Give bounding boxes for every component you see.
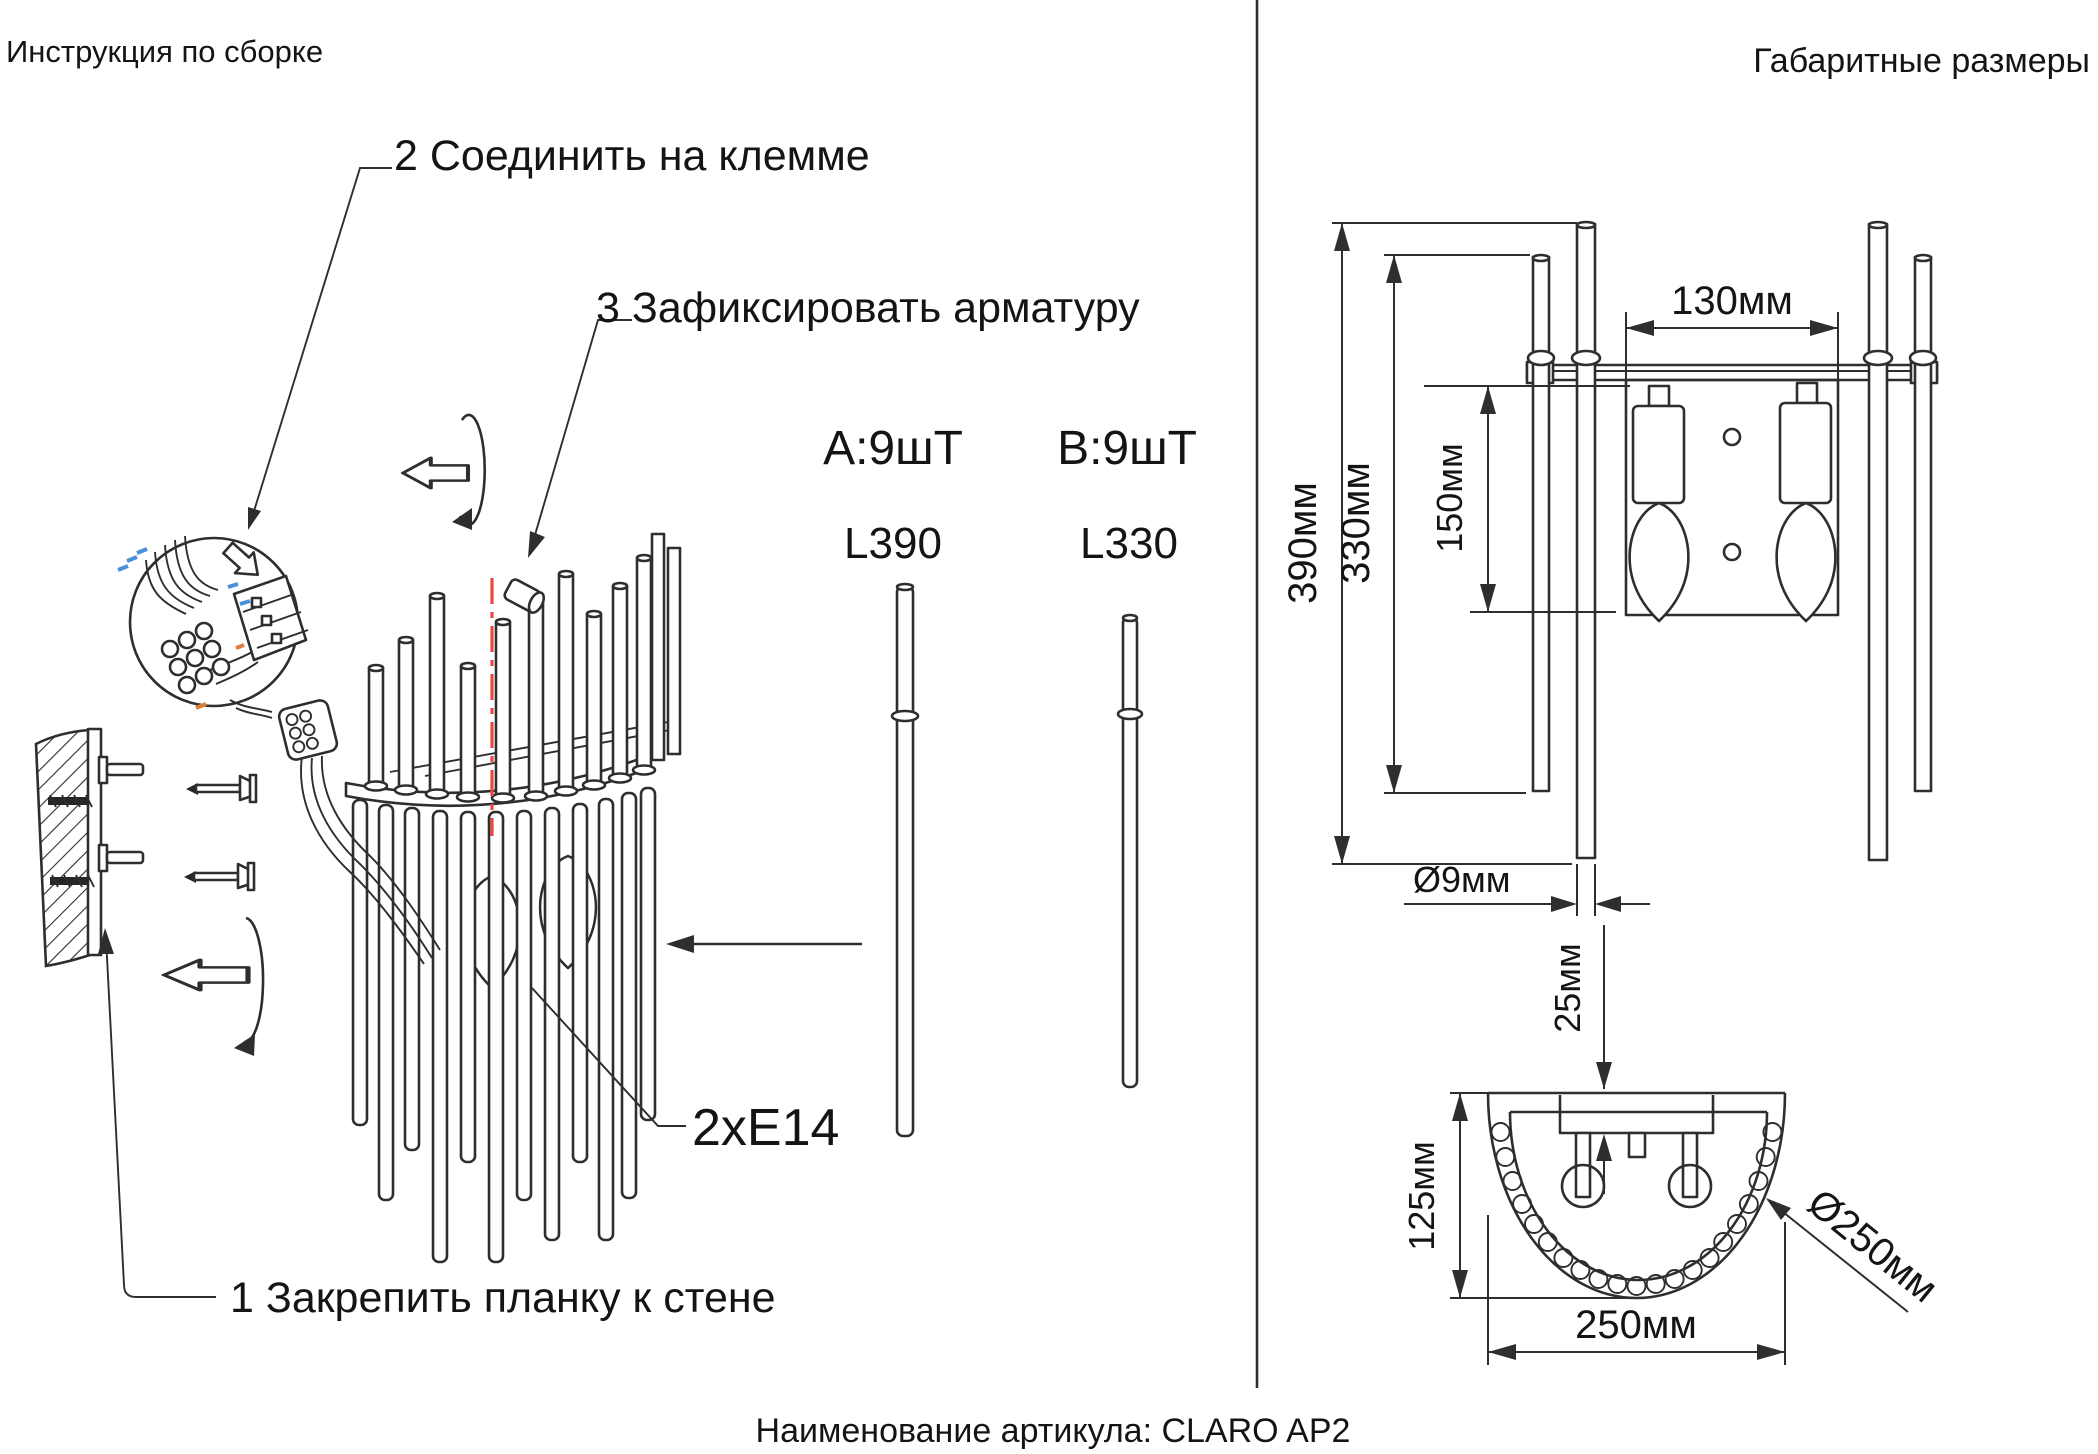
wires [145,535,259,685]
motion-arrows [161,413,862,1056]
dim-330-label: 330мм [1334,462,1378,584]
part-a-length-label: L390 [844,519,942,568]
dim-130-label: 130мм [1671,279,1793,323]
left-panel-title: Инструкция по сборке [6,34,323,69]
dim-9-label: Ø9мм [1413,859,1511,900]
leader-step2 [249,167,392,525]
insert-arrow-icon [222,541,260,577]
rotate-arc-top-arrowhead [452,508,472,530]
callouts: 2 Соединить на клемме 3 Зафиксировать ар… [98,132,1140,1322]
connector-plug [277,699,339,761]
dim-250: 250мм [1487,1215,1786,1365]
dim-150-label: 150мм [1429,443,1470,553]
glass-tubes-upper [363,553,657,804]
dim-diameter-250: Ø250мм [1766,1181,1946,1313]
leader-step2-arrowhead [248,507,261,530]
part-a-qty-label: А:9шТ [823,422,963,475]
back-tube [650,532,666,762]
dimensions-panel: Габаритные размеры [1281,42,2090,1365]
rim-inner-arc [1508,1111,1769,1282]
socket-circle-left [1560,1163,1606,1209]
back-plate [1624,378,1840,623]
stud-bottom [105,850,145,865]
bottom-bracket [1558,1095,1715,1209]
part-b-length-label: L330 [1080,519,1178,568]
mounting-plank [86,727,103,957]
dim-9: Ø9мм [1404,859,1650,916]
anchor-screw-top [48,797,89,805]
right-panel-title: Габаритные размеры [1753,42,2090,80]
anchor-screw-bottom [50,877,89,885]
dim-390-label: 390мм [1281,482,1325,604]
part-b-qty-label: В:9шТ [1057,422,1197,475]
bottom-view: 125мм 250мм Ø250мм [1401,1091,1946,1365]
dim-390: 390мм [1281,222,1577,865]
dim-25-label: 25мм [1547,943,1588,1033]
anchor-thread-bottom [51,874,95,888]
leader-step1-arrowhead [98,928,114,954]
dim-250-label: 250мм [1575,1303,1697,1347]
screw-icon [184,861,256,892]
dim-125: 125мм [1401,1092,1638,1299]
leader-step3-arrowhead [528,531,545,558]
front-view: 130мм 390мм 330мм [1281,220,1939,1194]
anchor-thread-top [49,794,93,808]
glass-tubes-lower [351,786,657,1264]
dim-130: 130мм [1625,279,1839,384]
pull-left-arrow-icon [161,958,251,992]
assembly-panel: Инструкция по сборке [6,34,1197,1322]
candle-bulb-right [1775,501,1837,623]
socket-label: 2xE14 [692,1099,839,1157]
dim-125-label: 125мм [1401,1141,1442,1251]
back-tube [666,546,682,756]
leader-socket [531,987,686,1127]
fixing-pin [503,578,546,614]
step1-label: 1 Закрепить планку к стене [230,1274,776,1322]
screws [184,773,258,892]
rod-a [890,582,920,1138]
dim-330: 330мм [1334,254,1530,794]
leader-step1 [105,937,216,1298]
dim-diameter-250-label: Ø250мм [1799,1181,1945,1311]
wall-section [34,727,145,968]
screw-icon [186,773,258,804]
plate-hole-top [1722,427,1742,447]
terminal-block [232,574,309,662]
step2-label: 2 Соединить на клемме [394,132,870,180]
step3-label: 3 Зафиксировать арматуру [596,284,1140,332]
rim-outer-arc [1486,1092,1787,1300]
dim-25: 25мм [1547,925,1612,1194]
wire-end-marks [117,547,251,710]
tube-holes-ring [1490,1122,1783,1296]
pull-left-arrow-icon [400,456,471,490]
wire-ferrules [160,621,231,695]
wire-harness [229,699,441,965]
front-rods [1526,220,1938,862]
center-tab [1627,1131,1647,1159]
sample-rods: А:9шТ В:9шТ L390 L330 [823,422,1197,1138]
insert-direction-arrowhead [666,935,694,953]
leader-step3 [529,319,632,553]
rotate-arc-bottom-arrowhead [234,1034,255,1056]
rod-b [1116,613,1144,1089]
holder-tab-right [1795,381,1819,405]
dim-150: 150мм [1424,385,1630,613]
lamp-assembly [229,532,682,1264]
terminal-detail-circle [117,535,309,710]
candle-bulb-left [1628,501,1690,623]
socket-circle-right [1667,1163,1713,1209]
lamp-holder-right [1778,401,1833,505]
lamp-holder-left [1631,404,1686,505]
holder-tab-left [1647,384,1671,408]
plate-hole-bottom [1722,542,1742,562]
stud-top [105,762,145,777]
article-caption: Наименование артикула: CLARO AP2 [756,1412,1351,1450]
